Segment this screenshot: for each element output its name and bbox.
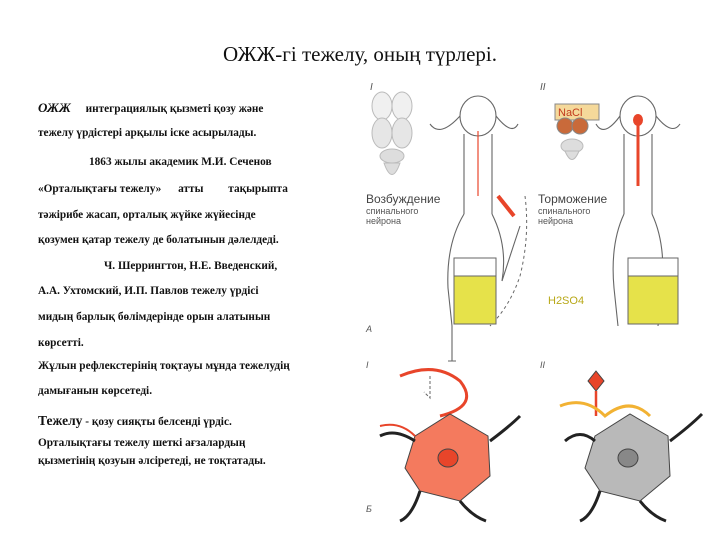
text-line-2: тежелу үрдістері арқылы іске асырылады. bbox=[38, 127, 257, 139]
text-line-8: А.А. Ухтомский, И.П. Павлов тежелу үрдіс… bbox=[38, 285, 259, 297]
svg-text:спинального: спинального bbox=[538, 206, 590, 216]
text-line-10: көрсетті. bbox=[38, 337, 84, 349]
text-line-13: Тежелу - қозу сияқты белсенді үрдіс. bbox=[38, 413, 232, 428]
beaker-right bbox=[627, 257, 679, 325]
panel-label-I-bottom: I bbox=[366, 360, 369, 370]
text-line-11: Жұлын рефлекстерінің тоқтауы мұнда тежел… bbox=[38, 360, 290, 372]
leg-movement-dashed bbox=[489, 195, 528, 327]
text-line-9: мидың барлық бөлімдерінде орын алатынын bbox=[38, 311, 271, 323]
text-line-12: дамығанын көрсетеді. bbox=[38, 385, 153, 397]
svg-text:нейрона: нейрона bbox=[538, 216, 573, 226]
frog-left bbox=[429, 95, 521, 362]
text-line-14: Орталықтағы тежелу шеткі ағзалардың bbox=[38, 437, 246, 449]
text-line-15: қызметінің қозуын әлсіретеді, не тоқтата… bbox=[38, 455, 266, 467]
svg-text:нейрона: нейрона bbox=[366, 216, 401, 226]
panel-label-B: Б bbox=[366, 504, 372, 514]
panel-label-II-bottom: II bbox=[540, 360, 546, 370]
neuron-inhibited bbox=[559, 370, 704, 523]
panel-label-I-top: I bbox=[370, 82, 373, 93]
svg-text:спинального: спинального bbox=[366, 206, 418, 216]
text-line-3: 1863 жылы академик М.И. Сеченов bbox=[89, 156, 272, 168]
cns-abbrev: ОЖЖ bbox=[38, 100, 71, 115]
panel-label-A: А bbox=[365, 324, 372, 334]
page-title: ОЖЖ-гі тежелу, оның түрлері. bbox=[222, 42, 497, 66]
neuron-excited bbox=[379, 368, 522, 523]
label-inhibition: Торможение bbox=[538, 192, 608, 206]
inhibition-term: Тежелу bbox=[38, 413, 83, 428]
acid-label: H2SO4 bbox=[548, 295, 584, 307]
text-line-7: Ч. Шеррингтон, Н.Е. Введенский, bbox=[104, 260, 278, 272]
beaker-left bbox=[453, 257, 497, 325]
frog-brain-left bbox=[371, 91, 413, 175]
sechenov-experiment-figure: I II Возбуждение спинального нейрона А N… bbox=[365, 82, 704, 523]
inhibition-stimulus-point bbox=[633, 114, 643, 126]
excitation-arrow bbox=[496, 194, 516, 218]
panel-label-II-top: II bbox=[540, 82, 546, 93]
label-excitation: Возбуждение bbox=[366, 192, 441, 206]
frog-brain-right: NaCl bbox=[554, 103, 600, 160]
text-line-5: тәжірибе жасап, орталық жүйке жүйесінде bbox=[38, 209, 256, 221]
text-line-4: «Орталықтағы тежелу» атты тақырыпта bbox=[38, 183, 288, 195]
text-line-1: ОЖЖ интеграциялық қызметі қозу және bbox=[38, 100, 264, 115]
text-line-6: қозумен қатар тежелу де болатынын дәлелд… bbox=[38, 234, 279, 246]
nacl-label: NaCl bbox=[558, 107, 582, 119]
